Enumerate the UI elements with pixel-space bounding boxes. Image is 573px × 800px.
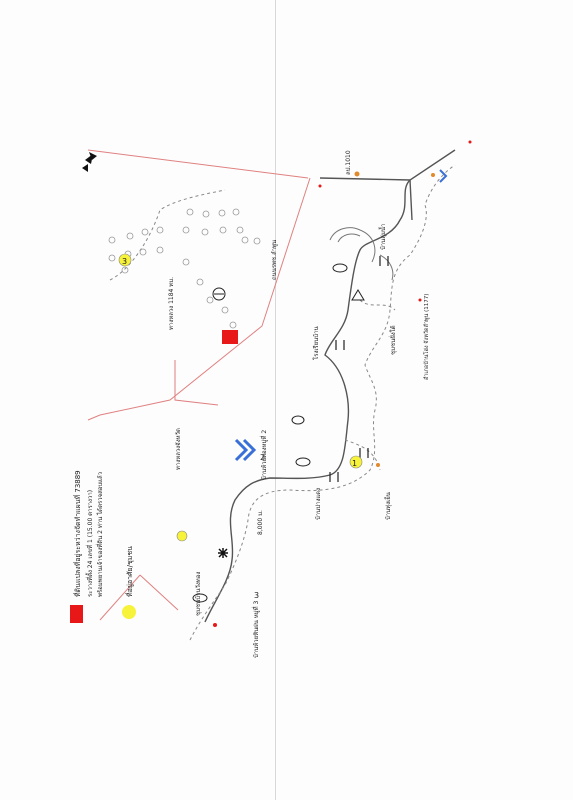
temple-icon — [192, 263, 348, 603]
road-label: ถนนรพช.ลำพูน — [271, 240, 278, 280]
village-label: บ้านปางแดง — [315, 488, 322, 520]
plot-marker — [222, 330, 238, 344]
main-road — [204, 149, 456, 623]
number-marker: 2 — [260, 453, 265, 462]
village-label: ชุมชนฝั่งใต้ — [389, 325, 397, 355]
road-label: ทางหลวง 1184 ทม. — [168, 277, 175, 330]
scale-label: 8,000 ม. — [257, 510, 264, 535]
triangle-marker — [351, 289, 365, 301]
community-markers — [118, 253, 363, 542]
red-points — [213, 140, 472, 627]
road-label: ทางหลวงจังหวัด — [175, 428, 182, 470]
north-arrow-icon — [82, 152, 97, 172]
stream-curves — [329, 227, 394, 281]
junction-icon — [218, 548, 228, 558]
legend-plot-label: ที่ดินแปลงที่อยู่ระหว่างจัดทำแผนที่ 7388… — [73, 470, 82, 597]
village-label: บ้านลุ่มน้ำ — [377, 224, 387, 250]
road-label: ลป.1010 — [345, 150, 352, 175]
village-label: โรงเรียนบ้าน — [312, 326, 320, 360]
village-label: บ้านห้วยตองหมู่ที่ 2 — [260, 430, 268, 480]
number-marker: 3 — [254, 591, 259, 600]
village-label: บ้านทุ่งเย็น — [383, 492, 392, 520]
dashed-tracks — [109, 164, 456, 641]
terrain-symbols — [108, 208, 261, 329]
legend-community-swatch — [122, 605, 136, 619]
page-fold-line — [275, 0, 276, 800]
legend-plot-sub2: พร้อมพยานเจ้าของที่ดิน 2 ท่าน ได้ตรวจสอบ… — [96, 472, 104, 597]
legend-community-label: ที่อยู่อาศัย/ชุมชน — [125, 546, 134, 597]
village-label: อำเภอบ้านโฮ่ง จังหวัดลำพูน (1177) — [422, 294, 430, 380]
number-marker: 1 — [352, 459, 357, 468]
village-label: บ้านห้วยหินฝน หมู่ที่ 3 — [252, 601, 260, 658]
point-markers — [354, 171, 435, 467]
temple-icon — [212, 287, 226, 301]
number-marker: 3 — [122, 257, 127, 266]
legend-plot-sub1: ระวางที่ตั้ง 24 เลขที่ 1 (15.00 ตารางวา) — [84, 490, 94, 597]
boundary-lines — [87, 149, 311, 621]
school-icon — [439, 169, 448, 183]
village-label: ชุมชนบ้านวังทอง — [195, 572, 202, 616]
bridge-symbols — [329, 256, 389, 482]
legend-plot-swatch — [70, 605, 83, 623]
school-icon — [234, 438, 257, 462]
